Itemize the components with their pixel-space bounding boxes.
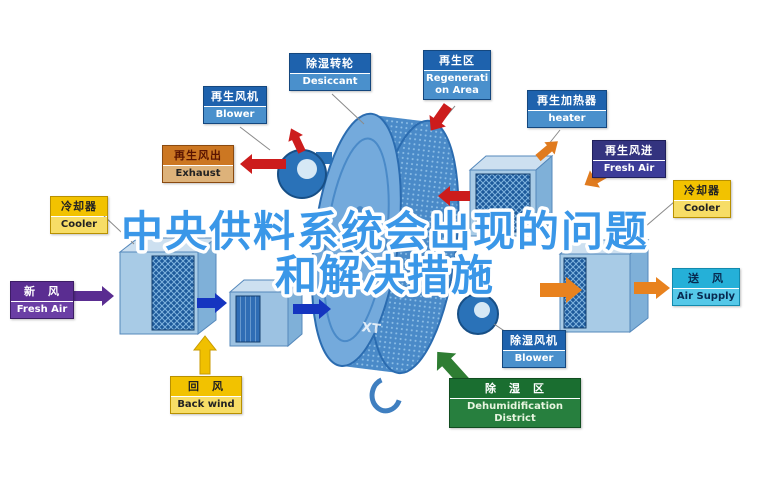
rotor-seal-segment [369, 377, 402, 414]
label-regen-air-in: 再生风进 Fresh Air [592, 140, 666, 179]
unit-left-ahu [118, 236, 218, 336]
label-dehumid-area: 除 湿 区 Dehumidification District [449, 378, 581, 429]
regen-fan [277, 149, 332, 199]
arrow-regen-area [429, 103, 453, 131]
label-cooler-right: 冷却器 Cooler [673, 180, 731, 219]
label-air-supply-zh: 送 风 [673, 269, 739, 289]
label-desiccant-wheel-zh: 除湿转轮 [290, 54, 370, 74]
label-dehumid-blower-en: Blower [503, 351, 565, 368]
label-regen-air-in-zh: 再生风进 [593, 141, 665, 161]
arrow-air-supply [634, 277, 670, 299]
unit-filter [228, 278, 304, 348]
label-regen-blower-zh: 再生风机 [204, 87, 266, 107]
label-regen-blower-en: Blower [204, 107, 266, 124]
label-cooler-left: 冷却器 Cooler [50, 196, 108, 235]
arrow-to-heater [535, 141, 558, 162]
arrow-to-filter-unit [197, 293, 227, 313]
label-cooler-right-en: Cooler [674, 201, 730, 218]
arrow-return-air [192, 335, 218, 375]
label-regen-heater-zh: 再生加热器 [528, 91, 606, 111]
label-return-air: 回 风 Back wind [170, 376, 242, 415]
label-regen-heater: 再生加热器 heater [527, 90, 607, 129]
label-dehumid-area-en: Dehumidification District [450, 399, 580, 428]
label-desiccant-wheel-en: Desiccant [290, 74, 370, 91]
label-cooler-left-en: Cooler [51, 217, 107, 234]
label-dehumid-blower-zh: 除湿风机 [503, 331, 565, 351]
dehumid-fan [457, 293, 499, 335]
label-regen-air-in-en: Fresh Air [593, 161, 665, 178]
label-desiccant-wheel: 除湿转轮 Desiccant [289, 53, 371, 92]
label-regeneration-area-zh: 再生区 [424, 51, 490, 71]
unit-regen-heater [468, 154, 554, 238]
label-regeneration-area: 再生区 Regenerati on Area [423, 50, 491, 101]
arrow-fresh-air [68, 286, 114, 306]
label-cooler-left-zh: 冷却器 [51, 197, 107, 217]
label-dehumid-area-zh: 除 湿 区 [450, 379, 580, 399]
label-regen-air-out-en: Exhaust [163, 166, 233, 183]
label-cooler-right-zh: 冷却器 [674, 181, 730, 201]
label-fresh-air: 新 风 Fresh Air [10, 281, 74, 320]
label-regen-heater-en: heater [528, 111, 606, 128]
arrow-to-rotor [293, 299, 331, 319]
rotor-watermark: XT [361, 320, 382, 337]
arrow-rotor-regen-in [438, 186, 470, 206]
arrow-regen-exhaust [240, 154, 286, 174]
label-return-air-en: Back wind [171, 397, 241, 414]
label-fresh-air-en: Fresh Air [11, 302, 73, 319]
label-regeneration-area-en: Regenerati on Area [424, 71, 490, 100]
label-air-supply: 送 风 Air Supply [672, 268, 740, 307]
arrow-rotor-to-supply-unit [540, 277, 582, 303]
label-regen-blower: 再生风机 Blower [203, 86, 267, 125]
desiccant-rotor: XT [310, 112, 460, 414]
arrow-fan-to-blower-label [288, 128, 306, 154]
label-regen-air-out: 再生风出 Exhaust [162, 145, 234, 184]
label-dehumid-blower: 除湿风机 Blower [502, 330, 566, 369]
label-return-air-zh: 回 风 [171, 377, 241, 397]
label-fresh-air-zh: 新 风 [11, 282, 73, 302]
label-air-supply-en: Air Supply [673, 289, 739, 306]
label-regen-air-out-zh: 再生风出 [163, 146, 233, 166]
